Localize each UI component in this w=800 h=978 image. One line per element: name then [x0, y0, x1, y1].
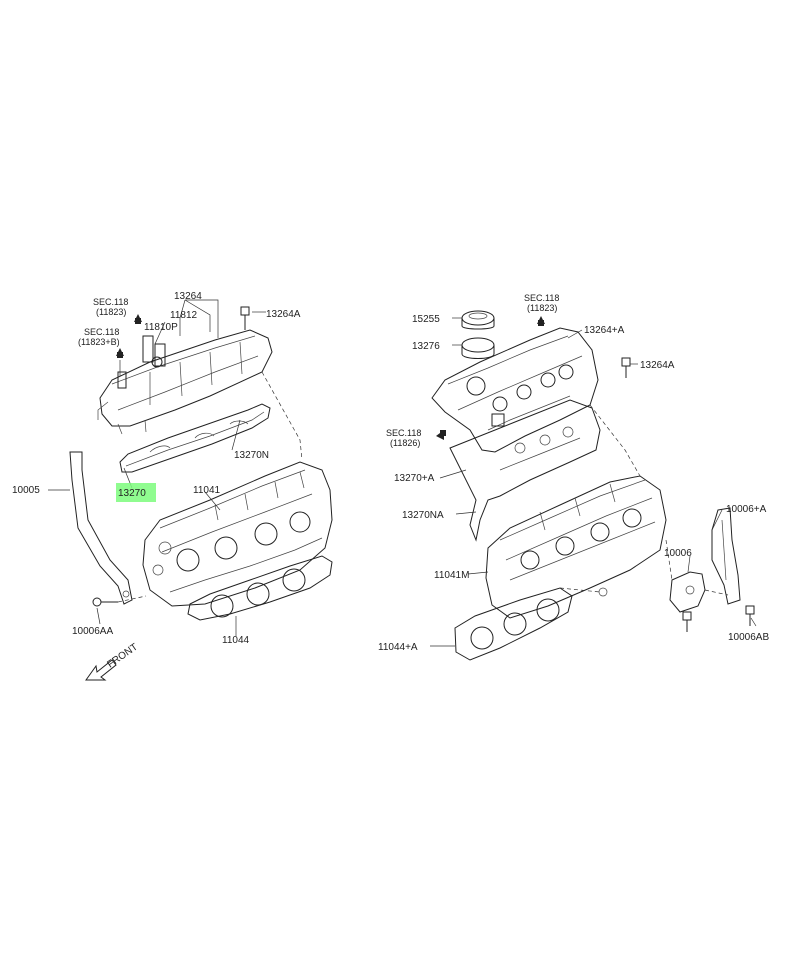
label-15255: 15255: [412, 314, 440, 325]
arrow-sec118-right-a: [537, 316, 545, 326]
label-sec118-11826: SEC.118 (11826): [386, 428, 424, 448]
label-13270n: 13270N: [234, 450, 269, 461]
label-11044: 11044: [222, 635, 250, 646]
label-11810p: 11810P: [144, 322, 178, 333]
label-11812: 11812: [170, 310, 198, 321]
label-11041m: 11041M: [434, 570, 469, 581]
left-assembly: SEC.118 (11823) SEC.118 (11823+B) 13264 …: [12, 291, 333, 681]
label-sec118-11823-left: SEC.118 (11823): [93, 297, 131, 317]
bolt-10006aa: [92, 597, 118, 607]
label-13264plusA: 13264+A: [584, 325, 625, 336]
highlight-13270: [116, 483, 156, 502]
label-13276: 13276: [412, 341, 440, 352]
label-10006aa: 10006AA: [72, 626, 113, 637]
label-10006plusA: 10006+A: [726, 504, 767, 515]
arrow-sec118-right-b: [436, 430, 446, 440]
label-10006: 10006: [664, 548, 692, 559]
head-gasket-left: [187, 555, 333, 621]
cylinder-head-right: [485, 475, 667, 619]
label-sec118-11823b: SEC.118 (11823+B): [78, 327, 122, 347]
bolt-10006ab: [745, 605, 755, 626]
bracket-left: [69, 451, 133, 605]
bracket-10006: [669, 571, 706, 613]
label-13264a-left: 13264A: [266, 309, 301, 320]
oil-cap: [461, 310, 495, 330]
label-13270na: 13270NA: [402, 510, 444, 521]
oil-cap-seal: [461, 337, 495, 359]
bolt-13264a-right: [621, 357, 631, 378]
label-11044plusA: 11044+A: [378, 642, 418, 653]
label-13264: 13264: [174, 291, 202, 302]
bolt-13264a-left: [240, 306, 250, 330]
label-10005: 10005: [12, 485, 40, 496]
cover-gasket-right: [449, 399, 601, 542]
label-13270plusA: 13270+A: [394, 473, 435, 484]
rocker-cover-right: [431, 327, 599, 453]
cylinder-head-left: [142, 461, 333, 607]
head-gasket-right: [454, 587, 573, 661]
arrow-sec118-left-b: [116, 348, 124, 358]
front-arrow: FRONT: [85, 642, 140, 681]
label-11041: 11041: [193, 485, 221, 496]
label-13270: 13270: [118, 488, 146, 499]
right-assembly: 15255 SEC.118 (11823) 13264+A 13276 1326…: [378, 293, 769, 661]
rocker-cover-left: [97, 329, 273, 435]
bolt-10006-lower: [682, 611, 692, 632]
arrow-sec118-left-a: [134, 314, 142, 324]
bracket-right: [711, 507, 741, 605]
front-label: FRONT: [105, 642, 140, 671]
label-10006ab: 10006AB: [728, 632, 769, 643]
label-13264a-right: 13264A: [640, 360, 675, 371]
label-sec118-11823-right: SEC.118 (11823): [524, 293, 562, 313]
cover-gasket-left: [119, 403, 271, 473]
